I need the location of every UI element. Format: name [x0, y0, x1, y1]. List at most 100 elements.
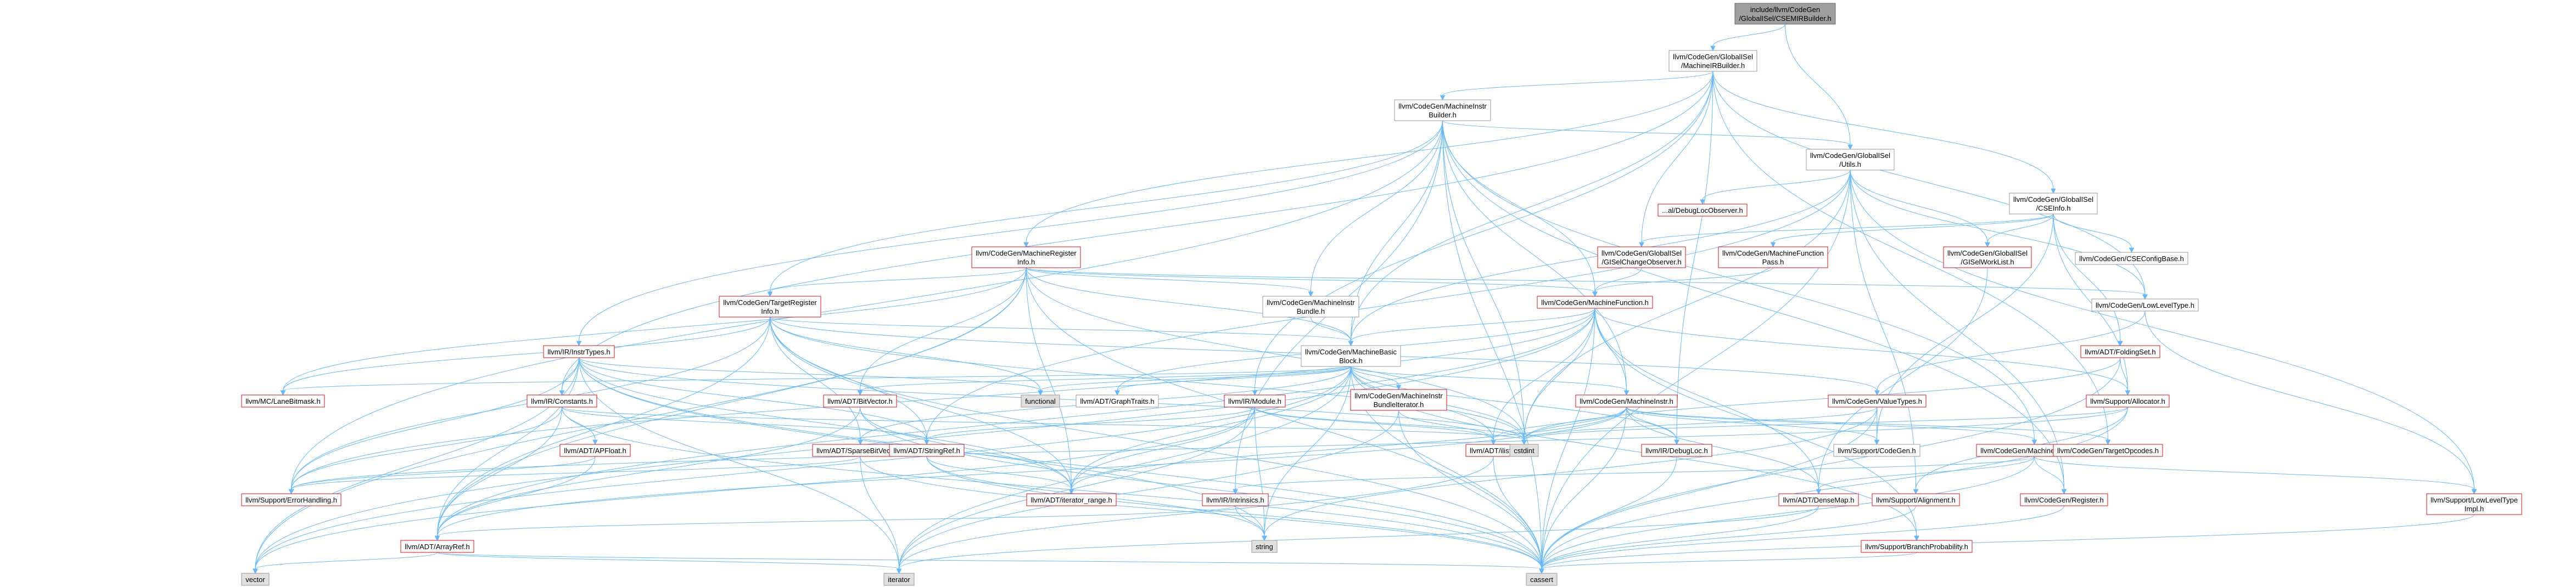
edge-arrayref-to-vector [253, 552, 438, 574]
edge-intrinsics-to-arrayref [434, 505, 1236, 541]
node-label: llvm/CodeGen/MachineInstr [1354, 392, 1443, 400]
node-box [2020, 493, 2108, 506]
node-irconstants[interactable]: llvm/IR/Constants.h [527, 394, 597, 408]
node-supportcodegen[interactable]: llvm/Support/CodeGen.h [1833, 444, 1920, 457]
edge-instrtypes-to-iterator [579, 357, 902, 574]
node-csemirbuilder_csei[interactable]: llvm/CodeGen/GlobalISel/CSEInfo.h [2009, 193, 2098, 215]
node-label: /MachineIRBuilder.h [1681, 61, 1745, 70]
node-allocator[interactable]: llvm/Support/Allocator.h [2086, 394, 2170, 408]
node-iterator[interactable]: iterator [883, 573, 915, 586]
edge-branchprob-to-cassert [1539, 552, 1917, 574]
node-mclanebitmask[interactable]: llvm/MC/LaneBitmask.h [241, 394, 325, 408]
edge-mbasicblock-to-graphtraits [1115, 366, 1351, 396]
edge-foldingset-to-allocator [2120, 357, 2131, 396]
edge-densemap-to-cassert [1539, 505, 1819, 574]
edge-tregisterinfo-to-mbasicblock [770, 317, 1354, 347]
node-errorhandling[interactable]: llvm/Support/ErrorHandling.h [241, 493, 341, 506]
edge-mregisterinfo-to-tregisterinfo [767, 267, 1027, 297]
node-cseconfigbase[interactable]: llvm/CodeGen/CSEConfigBase.h [2075, 252, 2188, 265]
edge-irmodule-to-ilist [1255, 407, 1496, 445]
node-label: llvm/ADT/iterator_range.h [1031, 496, 1112, 504]
node-box [1668, 50, 1757, 72]
node-bitvector[interactable]: llvm/ADT/BitVector.h [823, 394, 897, 408]
node-root[interactable]: include/llvm/CodeGen/GlobalISel/CSEMIRBu… [1734, 3, 1836, 25]
node-debugloc_observer[interactable]: ...al/DebugLocObserver.h [1657, 204, 1748, 217]
node-mirbuilder[interactable]: llvm/CodeGen/GlobalISel/MachineIRBuilder… [1668, 50, 1757, 72]
edge-mirbuilder-to-mregisterinfo [1023, 71, 1713, 248]
node-box [971, 246, 1081, 268]
edge-mfunctionpass-to-mfunction [1592, 267, 1773, 297]
edge-allocator-to-cstdint [1521, 407, 2128, 445]
node-label: llvm/ADT/FoldingSet.h [2085, 348, 2155, 356]
node-label: llvm/CodeGen/MachineInstr [1267, 298, 1355, 307]
edge-mfunction-to-mbasicblock [1348, 308, 1595, 347]
node-sparsebitvector[interactable]: llvm/ADT/SparseBitVector.h [812, 444, 909, 457]
node-debugloc[interactable]: llvm/IR/DebugLoc.h [1641, 444, 1712, 457]
node-label: llvm/CodeGen/ValueTypes.h [1832, 397, 1922, 405]
node-box [1734, 3, 1836, 25]
node-minstrbundleiter[interactable]: llvm/CodeGen/MachineInstrBundleIterator.… [1350, 389, 1447, 411]
node-label: Block.h [1339, 357, 1363, 365]
edge-moperand-to-cgregister [2034, 456, 2067, 495]
node-string[interactable]: string [1251, 540, 1278, 553]
edge-mirbuilder-to-irconstants [559, 71, 1713, 396]
node-apfloat[interactable]: llvm/ADT/APFloat.h [559, 444, 631, 457]
node-box [241, 573, 270, 586]
node-gisel_worklist[interactable]: llvm/CodeGen/GlobalISel/GISelWorkList.h [1943, 246, 2032, 268]
node-cgregister[interactable]: llvm/CodeGen/Register.h [2020, 493, 2108, 506]
node-box [1394, 99, 1491, 121]
node-lowleveltype[interactable]: llvm/CodeGen/LowLevelType.h [2091, 298, 2199, 312]
node-label: llvm/CodeGen/MachineInstr [1398, 102, 1487, 110]
node-densemap[interactable]: llvm/ADT/DenseMap.h [1778, 493, 1859, 506]
node-gisel_utils[interactable]: llvm/CodeGen/GlobalISel/Utils.h [1806, 149, 1895, 171]
edge-mregisterinfo-to-bitvector [857, 267, 1027, 396]
node-stringref[interactable]: llvm/ADT/StringRef.h [889, 444, 965, 457]
edge-mfunction-to-branchprob [1594, 308, 1919, 541]
node-foldingset[interactable]: llvm/ADT/FoldingSet.h [2080, 345, 2160, 358]
edge-mregisterinfo-to-cstdint [1026, 267, 1527, 445]
node-arrayref[interactable]: llvm/ADT/ArrayRef.h [400, 540, 474, 553]
edge-mregisterinfo-to-minstrbundle [1026, 267, 1314, 297]
node-graphtraits[interactable]: llvm/ADT/GraphTraits.h [1076, 394, 1159, 408]
node-label: llvm/ADT/DenseMap.h [1783, 496, 1854, 504]
node-label: llvm/ADT/BitVector.h [827, 397, 892, 405]
edge-layer [253, 24, 2477, 574]
node-label: Info.h [1017, 258, 1035, 266]
edge-csemirbuilder_csei-to-cseconfigbase [2053, 213, 2135, 253]
node-valuetypes[interactable]: llvm/CodeGen/ValueTypes.h [1828, 394, 1927, 408]
node-irmodule[interactable]: llvm/IR/Module.h [1224, 394, 1286, 408]
node-box [823, 394, 897, 408]
node-cstdint[interactable]: cstdint [1509, 444, 1539, 457]
edge-csemirbuilder_csei-to-gisel_worklist [1985, 213, 2054, 248]
node-iteratorrange[interactable]: llvm/ADT/iterator_range.h [1026, 493, 1117, 506]
node-vector[interactable]: vector [241, 573, 270, 586]
node-cassert[interactable]: cassert [1526, 573, 1558, 586]
node-box [1526, 573, 1558, 586]
node-mfunction[interactable]: llvm/CodeGen/MachineFunction.h [1537, 296, 1653, 309]
node-gisel_change_observer[interactable]: llvm/CodeGen/GlobalISel/GISelChangeObser… [1597, 246, 1686, 268]
edge-instrtypes-to-arrayref [434, 357, 579, 541]
node-label: llvm/Support/Allocator.h [2090, 397, 2165, 405]
node-functional[interactable]: functional [1021, 394, 1060, 408]
node-alignment[interactable]: llvm/Support/Alignment.h [1872, 493, 1960, 506]
node-branchprob[interactable]: llvm/Support/BranchProbability.h [1861, 540, 1973, 553]
edge-stringref-to-iteratorrange [926, 456, 1074, 495]
edge-minstrbuilder-to-gisel_utils [1442, 120, 1853, 150]
node-box [1943, 246, 2032, 268]
node-topcodes[interactable]: llvm/CodeGen/TargetOpcodes.h [2053, 444, 2163, 457]
node-instrtypes[interactable]: llvm/IR/InstrTypes.h [543, 345, 615, 358]
node-label: llvm/CodeGen/LowLevelType.h [2096, 301, 2194, 309]
edge-sparsebitvector-to-errorhandling [288, 456, 861, 495]
edge-csemirbuilder_csei-to-mfunctionpass [1770, 213, 2054, 248]
node-minstr[interactable]: llvm/CodeGen/MachineInstr.h [1575, 394, 1678, 408]
node-label: llvm/Support/LowLevelType [2431, 496, 2518, 504]
node-intrinsics[interactable]: llvm/IR/Intrinsics.h [1202, 493, 1269, 506]
